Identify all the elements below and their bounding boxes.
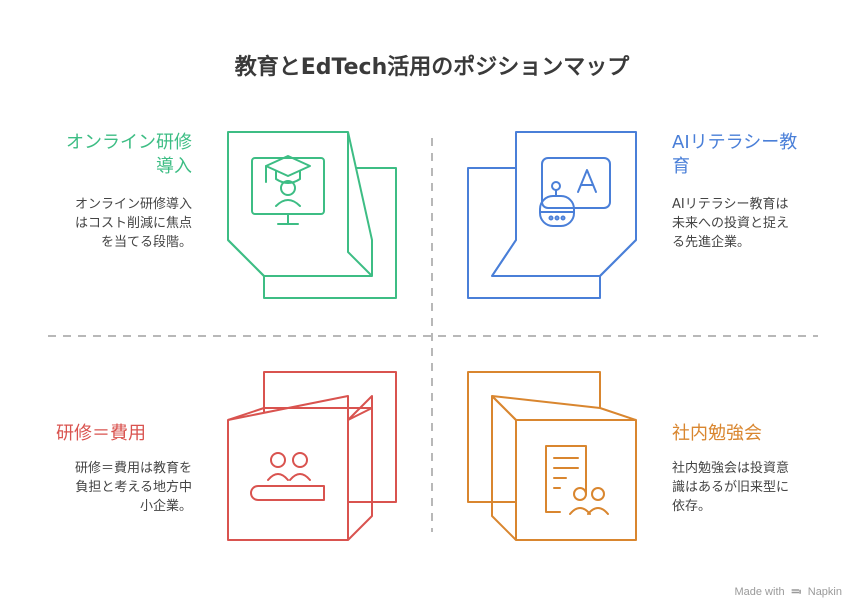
people-with-book-icon [250,452,325,501]
title-line: 導入 [156,156,192,177]
credit-made-with: Made with [734,586,785,598]
desc-line: る先進企業。 [672,235,751,250]
desc-line: を当てる段階。 [100,235,192,250]
desc-line: 負担と考える地方中 [75,480,192,495]
quadrant-desc-training-cost: 研修＝費用は教育を 負担と考える地方中 小企業。 [40,459,192,516]
robot-ai-icon [539,157,611,227]
desc-line: 小企業。 [139,499,192,514]
box-training-cost [227,371,397,541]
quadrant-title-training-cost: 研修＝費用 [56,422,206,446]
box-ai-literacy [467,131,637,299]
page-title: 教育とEdTech活用のポジションマップ [234,55,630,80]
title-line: オンライン研修 [66,132,192,153]
quadrant-title-internal-study: 社内勉強会 [672,422,832,446]
quadrant-desc-ai-literacy: AIリテラシー教育は 未来への投資と捉え る先進企業。 [672,195,832,252]
desc-line: 依存。 [672,499,712,514]
box-online-training [227,131,397,299]
desc-line: AIリテラシー教育は [672,197,789,212]
title-line: 研修＝費用 [56,423,146,444]
napkin-logo-icon: ≕ [790,586,802,598]
quadrant-title-online-training: オンライン研修 導入 [40,131,192,179]
credit-brand: Napkin [807,586,842,598]
document-people-icon [545,445,609,515]
quadrant-desc-online-training: オンライン研修導入 はコスト削減に焦点 を当てる段階。 [40,195,192,252]
quadrant-title-ai-literacy: AIリテラシー教 育 [672,131,832,179]
box-internal-study [467,371,637,541]
made-with-napkin-credit[interactable]: Made with ≕ Napkin [734,585,842,598]
desc-line: 未来への投資と捉え [672,216,790,231]
desc-line: 研修＝費用は教育を [74,461,192,476]
quadrant-desc-internal-study: 社内勉強会は投資意 識はあるが旧来型に 依存。 [672,459,832,516]
desc-line: 社内勉強会は投資意 [672,461,790,476]
desc-line: 識はあるが旧来型に [672,480,790,495]
title-line: AIリテラシー教 [672,132,798,153]
title-line: 育 [672,156,690,177]
desc-line: はコスト削減に焦点 [74,216,192,231]
desc-line: オンライン研修導入 [74,197,192,212]
title-line: 社内勉強会 [672,423,762,444]
computer-graduation-cap-icon [251,155,325,225]
